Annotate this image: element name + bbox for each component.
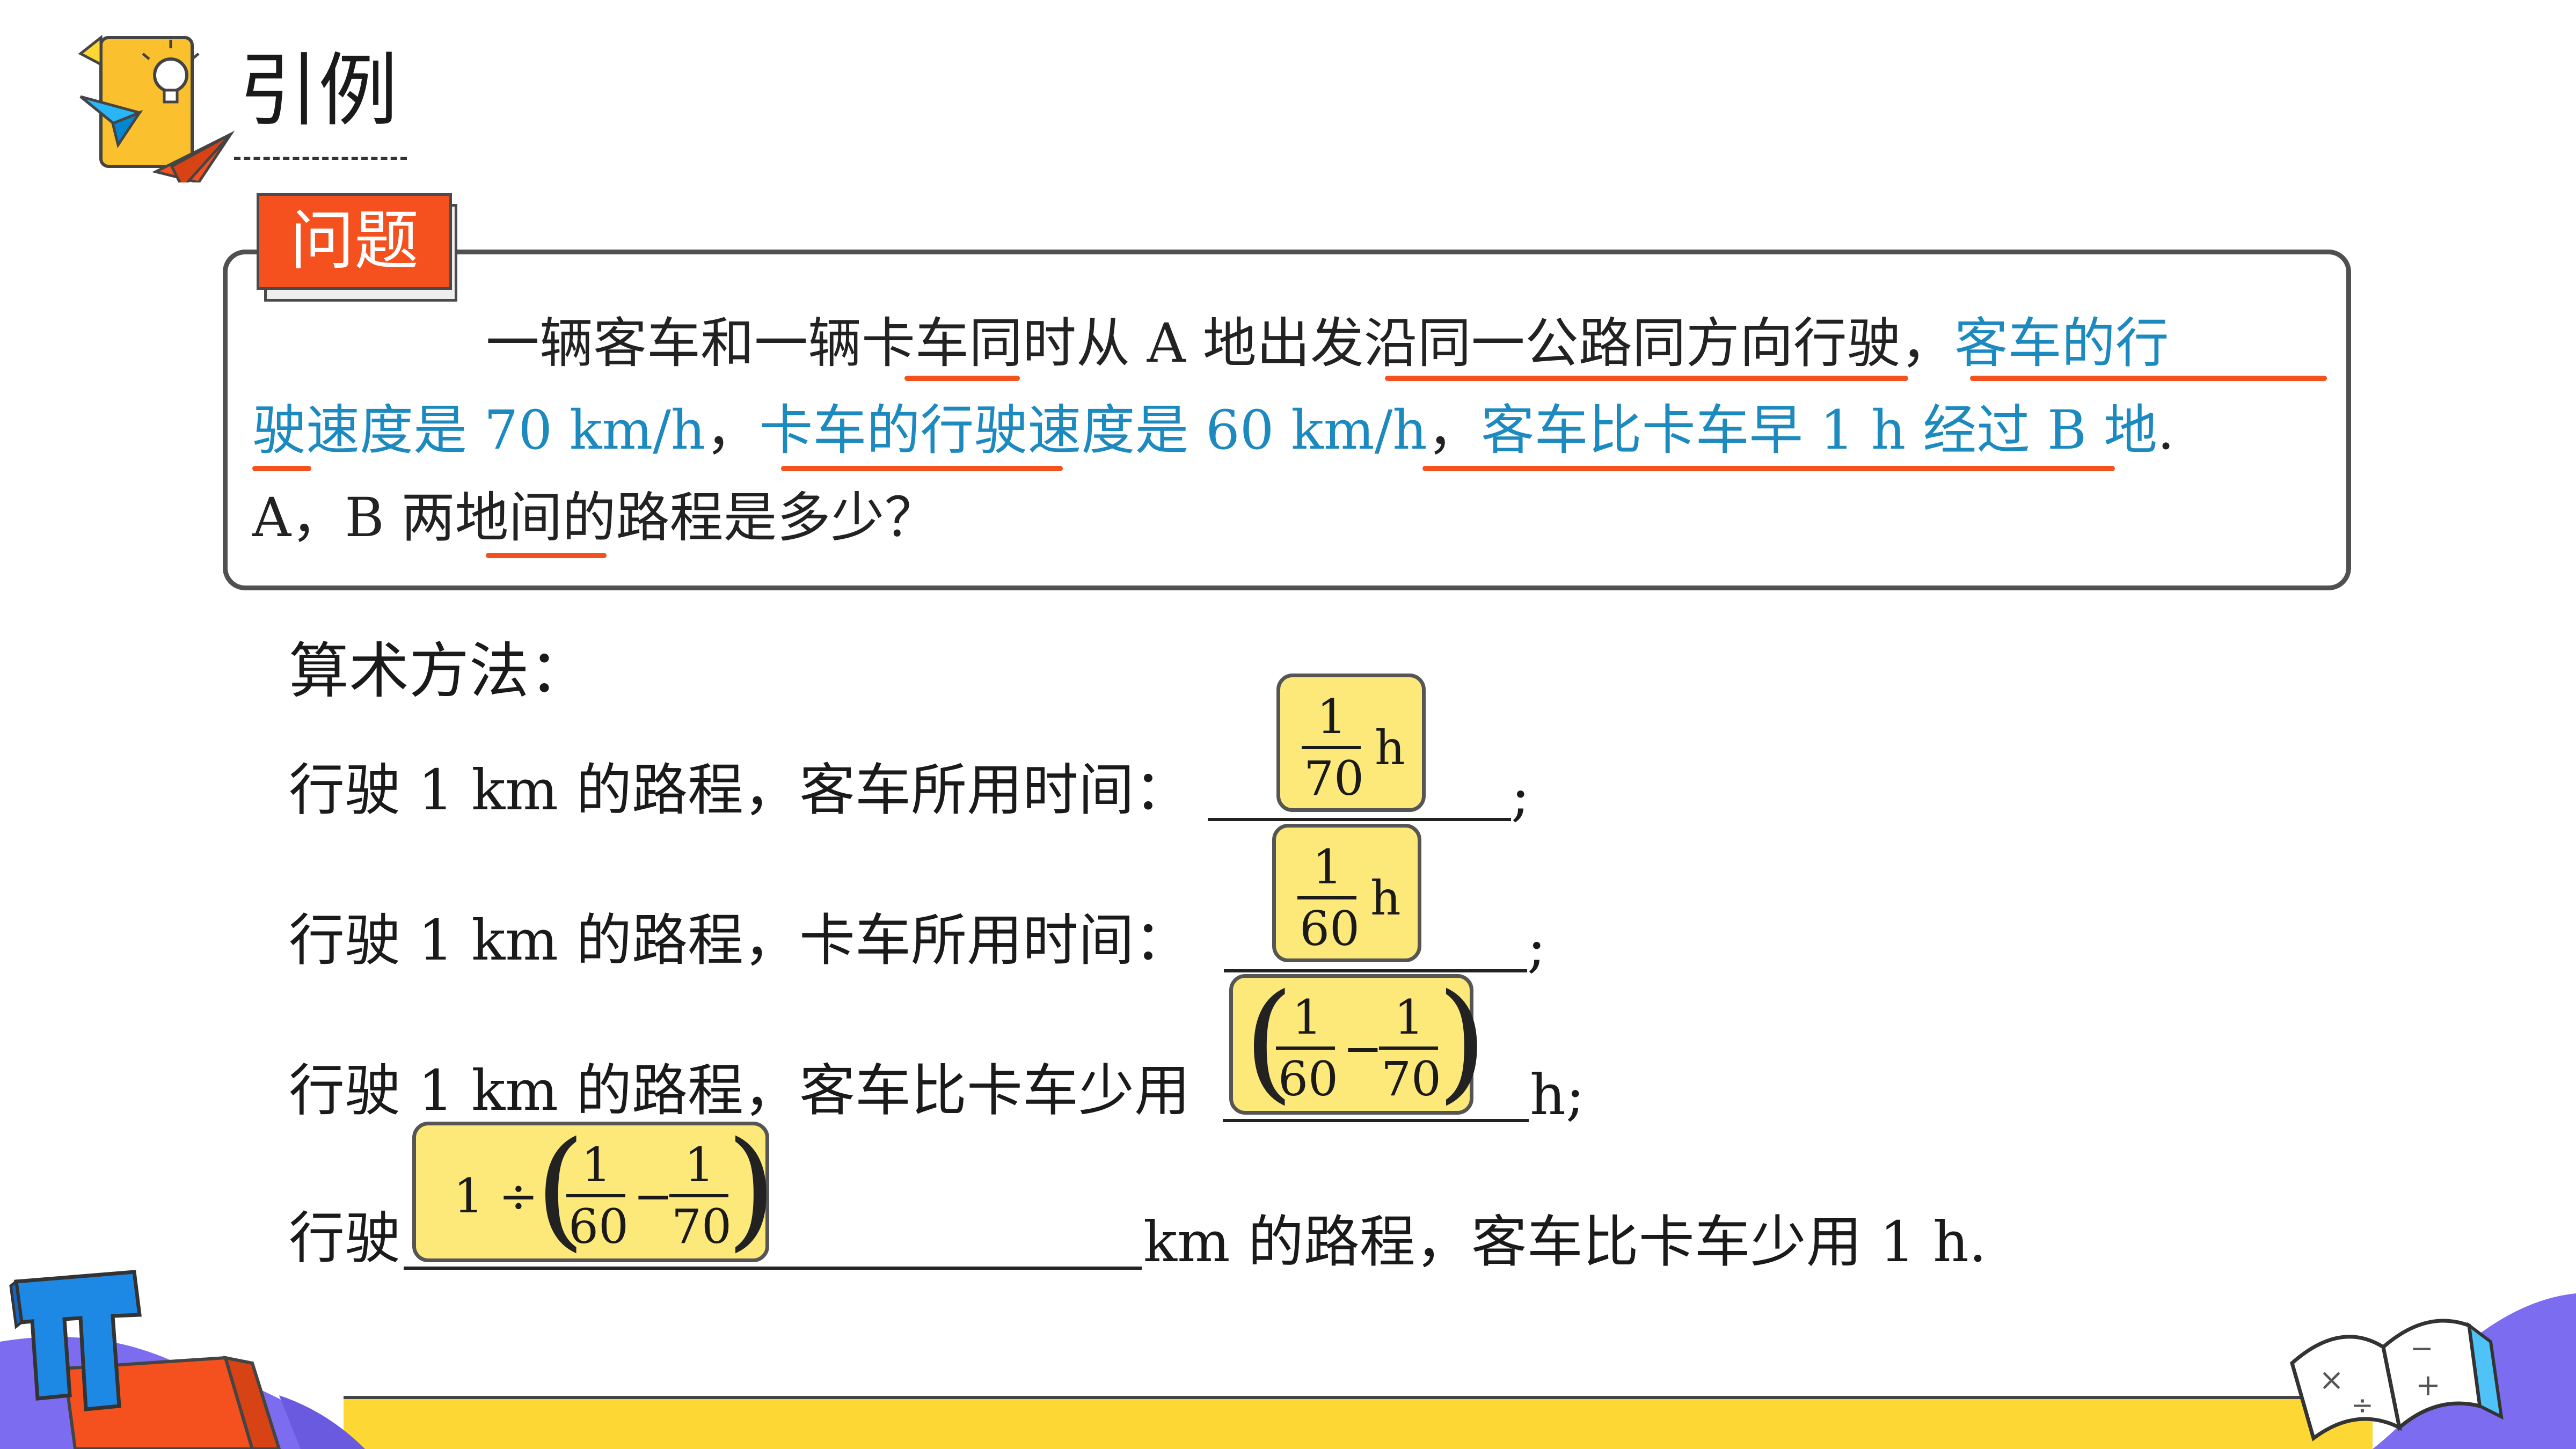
answer-box-4: 1 ÷ ( 1 60 − 1 70 ) xyxy=(412,1114,777,1264)
answer-box-2: 1 60 h xyxy=(1272,824,1421,962)
row-3-text: 行驶 1 km 的路程，客车比卡车少用 xyxy=(289,1058,1190,1123)
problem-tag: 问题 xyxy=(257,193,452,290)
a3-left-paren: ( xyxy=(1244,966,1294,1116)
a2-unit: h xyxy=(1370,870,1401,926)
a4-right-paren: ) xyxy=(726,1114,777,1264)
pi-symbol-icon xyxy=(9,1270,142,1411)
car-speed-text: 驶速度是 70 km/h xyxy=(252,399,706,462)
a4-left-paren: ( xyxy=(535,1114,586,1264)
lightbulb-note-icon xyxy=(78,34,235,182)
bottom-decoration: × ÷ − + xyxy=(0,1270,2576,1449)
answer-box-1: 1 70 h xyxy=(1276,674,1426,812)
problem-text-1: 一辆客车和一辆卡车同时从 A 地出发沿同一公路同方向行驶， xyxy=(486,312,1954,375)
problem-line-2: 驶速度是 70 km/h，卡车的行驶速度是 60 km/h，客车比卡车早 1 h… xyxy=(252,404,2174,457)
method-row-2: 行驶 1 km 的路程，卡车所用时间： xyxy=(289,912,1190,968)
underline-car-speed-cont xyxy=(252,466,311,471)
method-row-1: 行驶 1 km 的路程，客车所用时间： xyxy=(289,762,1190,818)
method-row-3: 行驶 1 km 的路程，客车比卡车少用 xyxy=(289,1063,1190,1118)
row-2-text: 行驶 1 km 的路程，卡车所用时间： xyxy=(289,908,1190,973)
a4-num2: 1 xyxy=(684,1137,714,1192)
separator: ， xyxy=(705,399,760,462)
a3-num2: 1 xyxy=(1394,990,1424,1045)
time-difference-text: 客车比卡车早 1 h 经过 B 地 xyxy=(1480,399,2158,462)
problem-highlight-1: 客车的行 xyxy=(1954,312,2169,375)
a4-bar2 xyxy=(669,1194,728,1197)
underline-same-direction xyxy=(1385,376,1908,381)
a3-num1: 1 xyxy=(1292,990,1322,1045)
answer-blank-3[interactable] xyxy=(1223,1119,1529,1122)
row-3-suffix: h; xyxy=(1530,1062,1585,1128)
truck-speed-text: 卡车的行驶速度是 60 km/h xyxy=(759,399,1427,462)
underline-between xyxy=(486,553,607,558)
a1-fraction-bar xyxy=(1302,746,1361,749)
a1-unit: h xyxy=(1375,720,1405,775)
a3-den2: 70 xyxy=(1381,1051,1441,1107)
answer-box-3: ( 1 60 − 1 70 ) xyxy=(1229,966,1487,1116)
a3-bar2 xyxy=(1379,1046,1438,1050)
row-4-text: 行驶 xyxy=(289,1205,401,1271)
answer-blank-4[interactable] xyxy=(404,1267,1142,1270)
method-row-4: 行驶 xyxy=(289,1210,400,1266)
a4-den2: 70 xyxy=(672,1199,732,1254)
question-text: A，B 两地间的路程是多少？ xyxy=(252,486,938,549)
problem-line-1: 一辆客车和一辆卡车同时从 A 地出发沿同一公路同方向行驶，客车的行 xyxy=(486,317,2169,370)
svg-text:+: + xyxy=(2416,1368,2441,1403)
a1-numerator: 1 xyxy=(1317,689,1347,744)
svg-text:×: × xyxy=(2319,1363,2344,1397)
row-1-suffix: ; xyxy=(1511,763,1530,828)
a4-bar1 xyxy=(566,1194,625,1197)
a4-lead: 1 ÷ xyxy=(454,1168,538,1224)
page-title: 引例 xyxy=(239,45,398,137)
a2-fraction-bar xyxy=(1297,896,1356,899)
row-4-suffix: km 的路程，客车比卡车少用 1 h. xyxy=(1143,1209,1987,1275)
row-1-text: 行驶 1 km 的路程，客车所用时间： xyxy=(289,757,1190,823)
a4-operator: − xyxy=(633,1168,673,1224)
separator: ， xyxy=(1427,399,1481,462)
row-2-suffix: ; xyxy=(1527,914,1546,979)
underline-car-speed xyxy=(1970,376,2327,381)
svg-text:÷: ÷ xyxy=(2351,1389,2374,1421)
a4-den1: 60 xyxy=(568,1199,629,1254)
method-title: 算术方法： xyxy=(289,636,589,706)
svg-text:−: − xyxy=(2410,1333,2434,1365)
answer-blank-1[interactable] xyxy=(1208,818,1511,821)
answer-blank-2[interactable] xyxy=(1224,969,1527,972)
a3-bar1 xyxy=(1276,1046,1335,1050)
period: . xyxy=(2157,399,2174,462)
problem-box xyxy=(223,250,2351,590)
a2-denominator: 60 xyxy=(1300,901,1360,956)
title-underline xyxy=(234,157,407,160)
underline-truck-speed xyxy=(781,466,1063,471)
a1-denominator: 70 xyxy=(1304,751,1364,806)
a4-num1: 1 xyxy=(581,1137,611,1192)
a3-operator: − xyxy=(1343,1021,1383,1076)
a3-den1: 60 xyxy=(1278,1051,1338,1107)
problem-line-3: A，B 两地间的路程是多少？ xyxy=(252,491,938,545)
math-book-icon: × ÷ − + xyxy=(2290,1319,2504,1441)
underline-time-difference xyxy=(1422,466,2115,471)
a2-numerator: 1 xyxy=(1312,839,1342,895)
bottom-stripe xyxy=(344,1396,2373,1449)
a3-right-paren: ) xyxy=(1437,966,1487,1116)
underline-truck xyxy=(904,376,1020,381)
